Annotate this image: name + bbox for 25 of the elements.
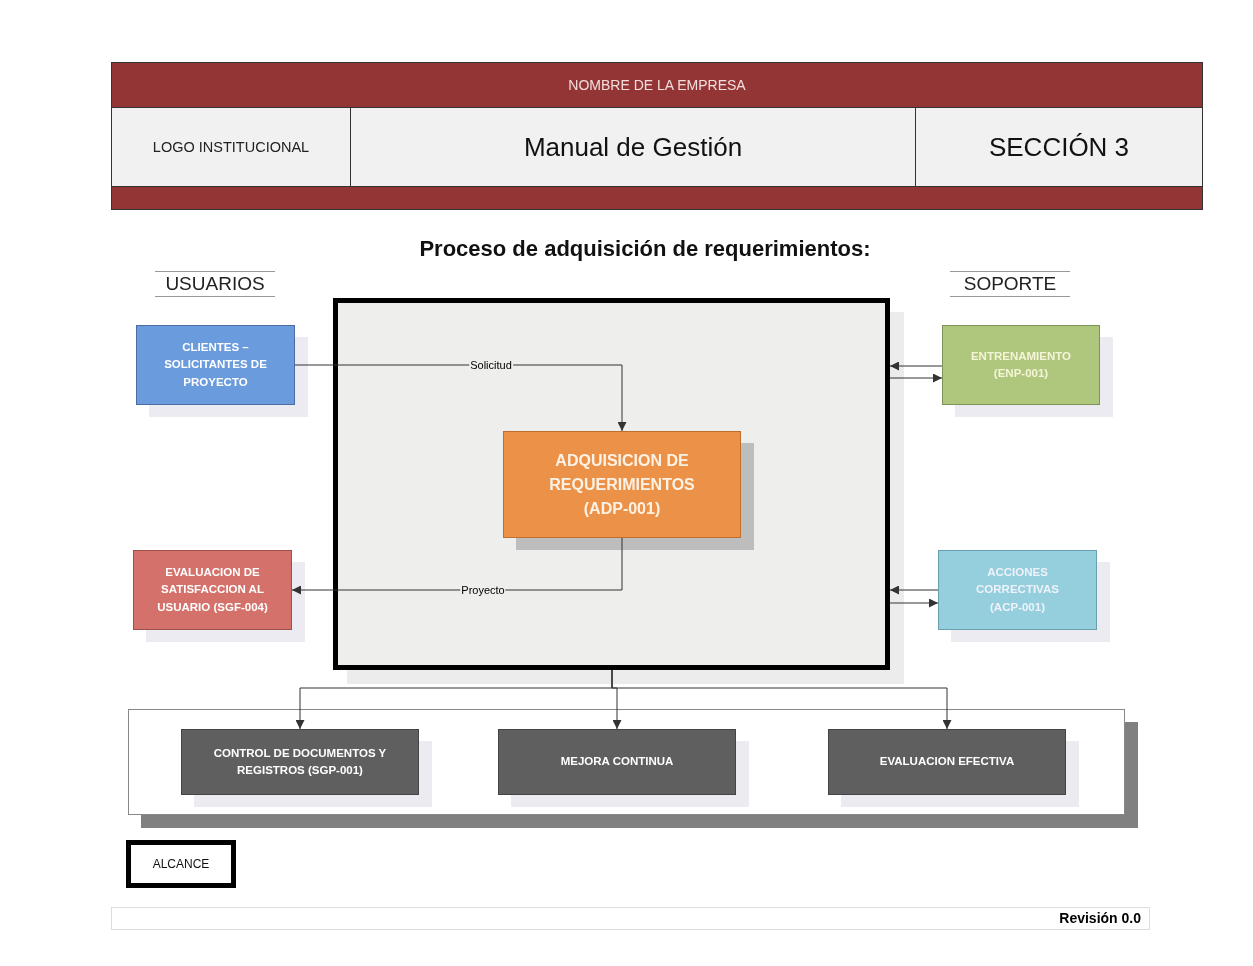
node-label: ALCANCE [151, 856, 211, 873]
diagram-title: Proceso de adquisición de requerimientos: [418, 236, 872, 262]
legend-box [126, 840, 236, 888]
column-heading: USUARIOS [155, 271, 275, 297]
node-label: ENTRENAMIENTO (ENP-001) [969, 348, 1073, 381]
arrow [291, 537, 623, 595]
header-cell-text: SECCIÓN 3 [987, 130, 1131, 164]
column-heading: SOPORTE [950, 271, 1070, 297]
node-label: EVALUACION EFECTIVA [878, 754, 1016, 770]
header-band: NOMBRE DE LA EMPRESA [112, 63, 1202, 108]
arrow [611, 669, 952, 730]
arrow [889, 598, 939, 608]
revision-footer: Revisión 0.0 [111, 907, 1150, 930]
arrow [889, 361, 943, 371]
node-label: ADQUISICION DE REQUERIMIENTOS (ADP-001) [548, 450, 696, 519]
edge-label: Proyecto [460, 583, 506, 597]
node-label: EVALUACION DE SATISFACCION AL USUARIO (SGF-004) [156, 565, 269, 615]
arrow [889, 373, 943, 383]
node-label: CONTROL DE DOCUMENTOS Y REGISTROS (SGP-001) [212, 745, 388, 778]
arrow [294, 364, 627, 432]
node-label: CLIENTES – SOLICITANTES DE PROYECTO [163, 340, 268, 390]
edge-label: Solicitud [469, 358, 513, 372]
arrow [889, 585, 939, 595]
node-label: ACCIONES CORRECTIVAS (ACP-001) [975, 565, 1060, 615]
node-label: MEJORA CONTINUA [559, 754, 675, 770]
